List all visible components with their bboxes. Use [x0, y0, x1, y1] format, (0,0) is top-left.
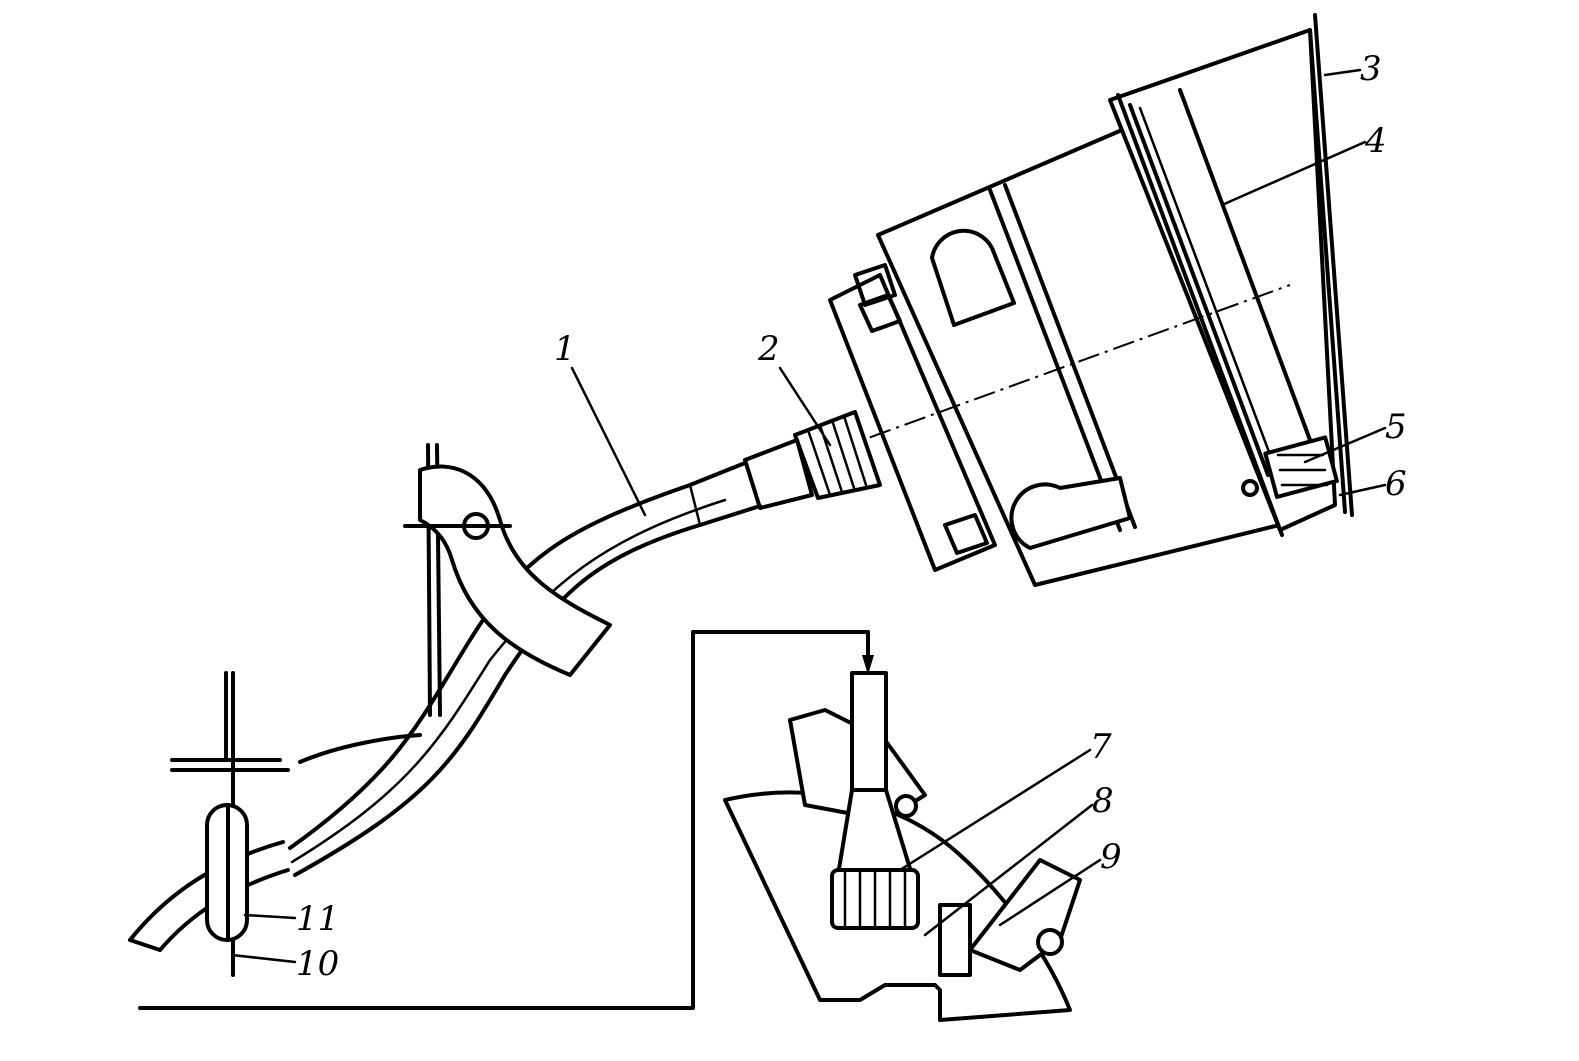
detail-inset-frame — [138, 630, 874, 1010]
callout-8: 8 — [1092, 781, 1114, 821]
callout-6: 6 — [1385, 464, 1407, 504]
instrument-centerline — [834, 284, 1291, 451]
gasket-and-clamp — [1241, 435, 1339, 499]
instrument-glass-bezel — [1108, 28, 1337, 537]
rubber-grommet — [205, 803, 249, 942]
callout-7: 7 — [1090, 727, 1112, 767]
callout-5: 5 — [1385, 407, 1407, 447]
callout-10: 10 — [296, 944, 339, 984]
callout-4: 4 — [1364, 121, 1387, 161]
callout-labels: 1 2 3 4 5 6 7 8 9 10 11 — [296, 49, 1407, 984]
callout-3: 3 — [1360, 49, 1382, 89]
detail-cable-end — [830, 671, 920, 930]
cable-bracket — [170, 443, 612, 772]
instrument-panel-wall — [1308, 13, 1354, 517]
callout-11: 11 — [296, 899, 339, 939]
callout-1: 1 — [554, 329, 576, 369]
callout-2: 2 — [757, 329, 780, 369]
callout-9: 9 — [1100, 837, 1122, 877]
cable-union-nut — [743, 410, 882, 510]
leader-lines — [230, 68, 1387, 964]
